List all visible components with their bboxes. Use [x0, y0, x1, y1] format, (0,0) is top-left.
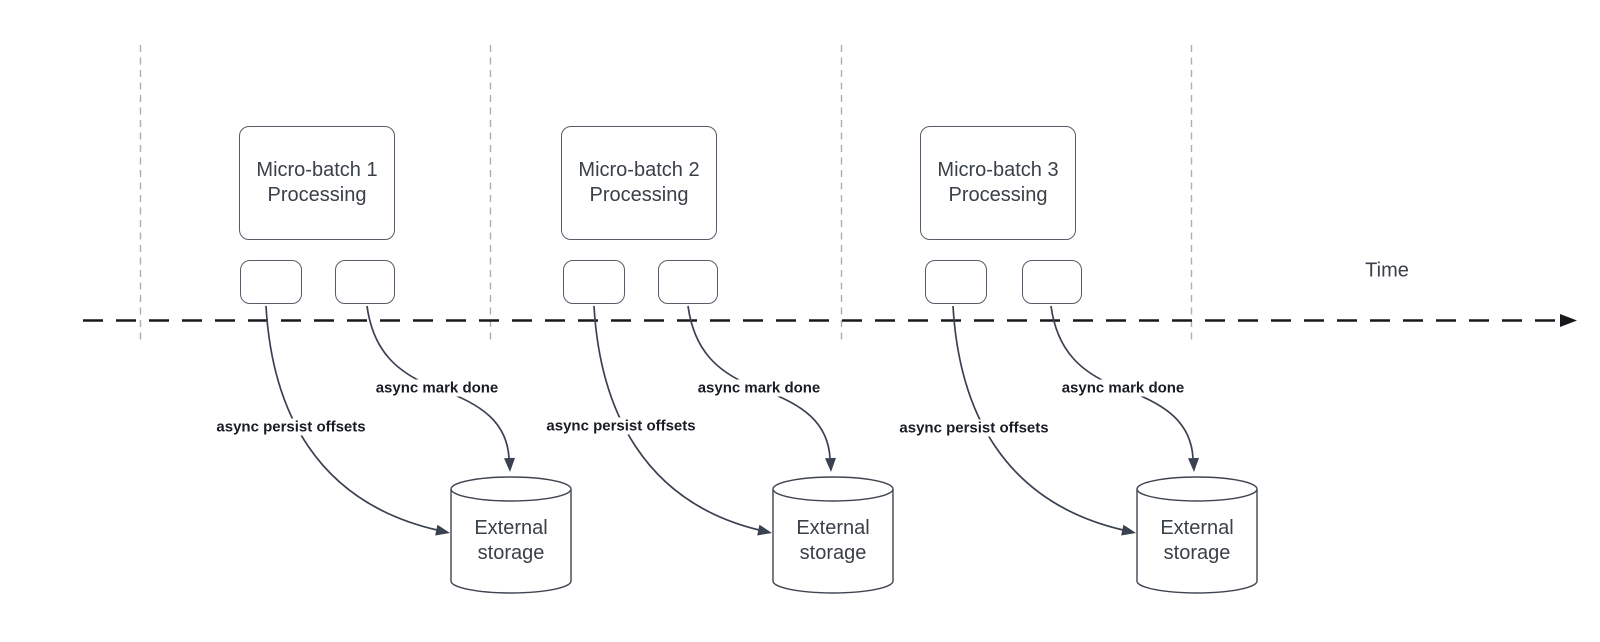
- time-axis-arrowhead: [1560, 314, 1577, 327]
- microbatch-box-1: Micro-batch 1 Processing: [239, 126, 395, 240]
- persist-offsets-label: async persist offsets: [213, 418, 369, 436]
- persist-offsets-arrow: [265, 305, 438, 531]
- storage-label: External storage: [474, 517, 548, 564]
- mark-done-arrowhead: [504, 457, 516, 472]
- microbatch-box-label: Micro-batch 3 Processing: [937, 159, 1059, 206]
- storage-label: External storage: [796, 517, 870, 564]
- mark-done-arrowhead: [825, 457, 837, 472]
- database-cylinder: [1136, 476, 1258, 594]
- persist-offsets-arrow: [952, 305, 1124, 531]
- persist-offsets-label: async persist offsets: [543, 417, 699, 435]
- storage-label: External storage: [1160, 517, 1234, 564]
- mark-done-arrowhead: [1188, 457, 1200, 472]
- mark-done-label: async mark done: [694, 379, 824, 397]
- mark-done-label: async mark done: [1058, 379, 1188, 397]
- microbatch-box-label: Micro-batch 2 Processing: [578, 159, 700, 206]
- mark-done-label: async mark done: [372, 379, 502, 397]
- async-task-box-right-2: [658, 260, 718, 304]
- persist-offsets-label: async persist offsets: [896, 419, 1052, 437]
- microbatch-box-label: Micro-batch 1 Processing: [256, 159, 378, 206]
- async-task-box-left-3: [925, 260, 987, 304]
- persist-offsets-arrow: [593, 305, 760, 531]
- microbatch-box-3: Micro-batch 3 Processing: [920, 126, 1076, 240]
- async-task-box-right-1: [335, 260, 395, 304]
- microbatch-box-2: Micro-batch 2 Processing: [561, 126, 717, 240]
- time-label: Time: [1365, 259, 1409, 282]
- async-task-box-left-1: [240, 260, 302, 304]
- database-cylinder: [772, 476, 894, 594]
- async-task-box-right-3: [1022, 260, 1082, 304]
- async-task-box-left-2: [563, 260, 625, 304]
- persist-offsets-arrowhead: [435, 524, 450, 536]
- database-cylinder: [450, 476, 572, 594]
- persist-offsets-arrowhead: [757, 524, 772, 536]
- persist-offsets-arrowhead: [1121, 524, 1136, 536]
